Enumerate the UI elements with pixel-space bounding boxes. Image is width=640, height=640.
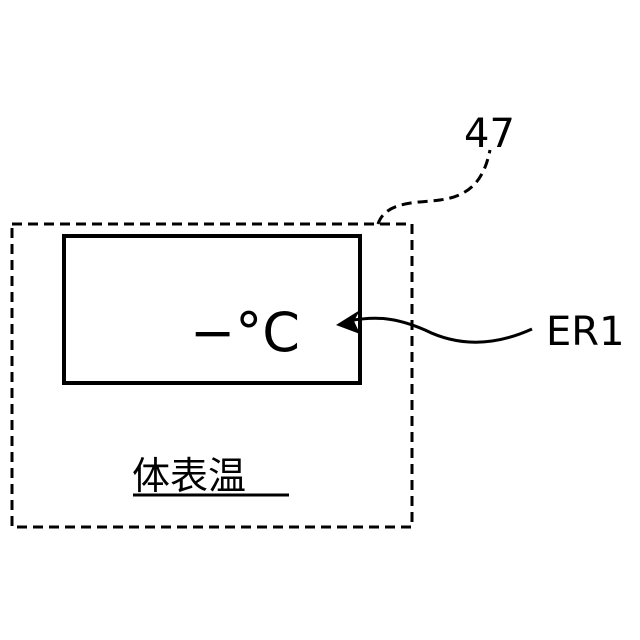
pointer-leader [348,318,532,342]
display-label: ER1 [546,309,625,355]
ref-number: 47 [464,111,515,157]
arrowhead-icon [336,310,360,334]
caption-text: 体表温 [132,454,246,498]
display-value: −°C [190,301,300,364]
ref-leader-dashed [378,150,490,224]
